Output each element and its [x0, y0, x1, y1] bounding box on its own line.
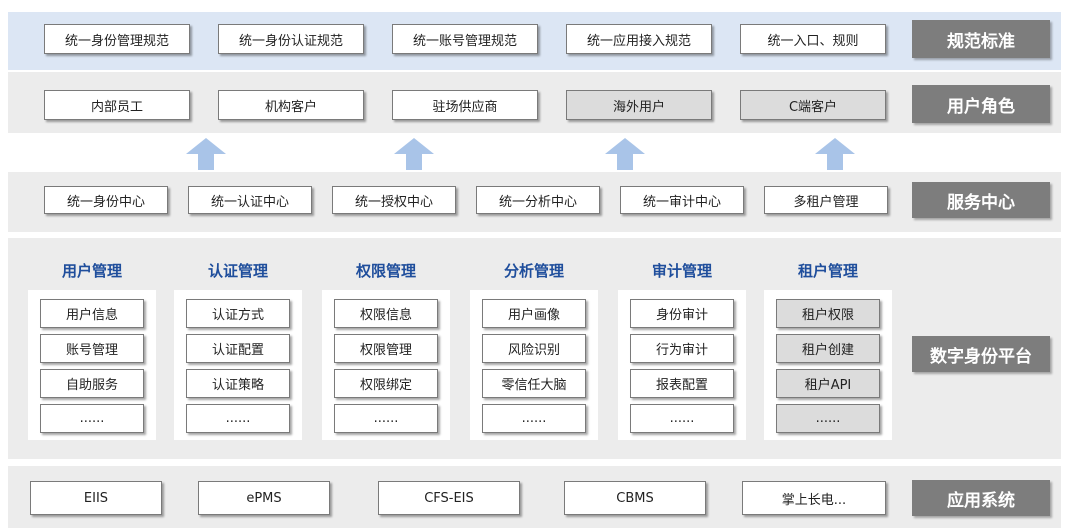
- list-item: 租户创建: [776, 334, 880, 363]
- list-item: 认证策略: [186, 369, 290, 398]
- list-item: 用户画像: [482, 299, 586, 328]
- column-title: 认证管理: [207, 262, 268, 280]
- app-system-box: CBMS: [564, 481, 706, 515]
- service-box: 多租户管理: [764, 186, 888, 214]
- role-box: 海外用户: [566, 90, 712, 120]
- list-item: 风险识别: [482, 334, 586, 363]
- list-item: 租户API: [776, 369, 880, 398]
- standards-label: 规范标准: [912, 20, 1050, 58]
- up-arrow-icon: [394, 138, 434, 170]
- column-title: 审计管理: [651, 262, 712, 280]
- app-system-box: ePMS: [198, 481, 330, 515]
- app-system-box: EIIS: [30, 481, 162, 515]
- list-item: 权限管理: [334, 334, 438, 363]
- standard-box: 统一应用接入规范: [566, 24, 712, 54]
- list-item: 自助服务: [40, 369, 144, 398]
- column-title: 用户管理: [61, 262, 122, 280]
- list-item: 用户信息: [40, 299, 144, 328]
- list-item: 零信任大脑: [482, 369, 586, 398]
- service-center-label: 服务中心: [912, 182, 1050, 218]
- list-item: 身份审计: [630, 299, 734, 328]
- service-box: 统一审计中心: [620, 186, 744, 214]
- list-item: 账号管理: [40, 334, 144, 363]
- role-box: 内部员工: [44, 90, 190, 120]
- column-title: 租户管理: [797, 262, 858, 280]
- app-system-box: 掌上长电...: [742, 481, 886, 515]
- service-box: 统一授权中心: [332, 186, 456, 214]
- platform-label: 数字身份平台: [912, 336, 1050, 372]
- up-arrow-icon: [815, 138, 855, 170]
- up-arrow-icon: [605, 138, 645, 170]
- list-item: ......: [482, 404, 586, 433]
- service-box: 统一分析中心: [476, 186, 600, 214]
- role-box: 驻场供应商: [392, 90, 538, 120]
- app-systems-band: [8, 466, 1061, 528]
- list-item: ......: [40, 404, 144, 433]
- list-item: ......: [776, 404, 880, 433]
- list-item: 租户权限: [776, 299, 880, 328]
- list-item: 认证方式: [186, 299, 290, 328]
- list-item: 行为审计: [630, 334, 734, 363]
- list-item: 报表配置: [630, 369, 734, 398]
- column-title: 权限管理: [355, 262, 416, 280]
- list-item: ......: [186, 404, 290, 433]
- up-arrow-icon: [186, 138, 226, 170]
- list-item: 认证配置: [186, 334, 290, 363]
- standard-box: 统一身份管理规范: [44, 24, 190, 54]
- list-item: ......: [334, 404, 438, 433]
- app-system-box: CFS-EIS: [378, 481, 520, 515]
- service-box: 统一认证中心: [188, 186, 312, 214]
- list-item: 权限信息: [334, 299, 438, 328]
- role-box: 机构客户: [218, 90, 364, 120]
- column-title: 分析管理: [503, 262, 564, 280]
- list-item: 权限绑定: [334, 369, 438, 398]
- list-item: ......: [630, 404, 734, 433]
- role-box: C端客户: [740, 90, 886, 120]
- standard-box: 统一账号管理规范: [392, 24, 538, 54]
- standard-box: 统一入口、规则: [740, 24, 886, 54]
- standard-box: 统一身份认证规范: [218, 24, 364, 54]
- roles-label: 用户角色: [912, 85, 1050, 123]
- app-systems-label: 应用系统: [912, 480, 1050, 516]
- service-box: 统一身份中心: [44, 186, 168, 214]
